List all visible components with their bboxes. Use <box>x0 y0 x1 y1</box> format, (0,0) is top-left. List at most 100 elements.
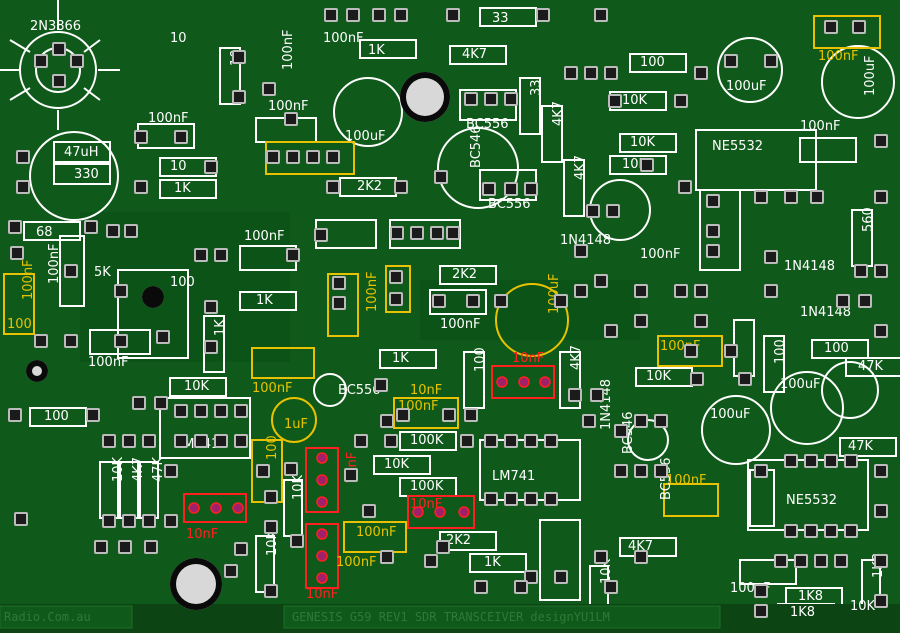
solder-pad <box>574 244 588 258</box>
solder-pad <box>504 492 518 506</box>
solder-pad <box>234 542 248 556</box>
solder-pad <box>34 54 48 68</box>
solder-pad <box>694 284 708 298</box>
solder-pad <box>634 284 648 298</box>
component-label: 10K <box>384 457 410 472</box>
component-label-vertical: 10K <box>265 530 280 556</box>
solder-pad <box>754 190 768 204</box>
solder-pad <box>372 8 386 22</box>
solder-pad <box>142 514 156 528</box>
component-label: 2K2 <box>446 533 472 548</box>
solder-pad <box>634 464 648 478</box>
solder-pad <box>114 284 128 298</box>
solder-pad <box>410 226 424 240</box>
solder-pad <box>464 408 478 422</box>
component-label: 10K <box>184 379 210 394</box>
solder-pad <box>824 20 838 34</box>
component-label: 5K <box>94 265 111 280</box>
solder-pad <box>290 534 304 548</box>
solder-pad <box>324 8 338 22</box>
solder-pad <box>346 8 360 22</box>
solder-pad <box>204 300 218 314</box>
solder-pad <box>584 66 598 80</box>
solder-pad <box>706 244 720 258</box>
solder-pad <box>194 248 208 262</box>
component-label: 100uF <box>710 407 751 422</box>
solder-pad <box>874 594 888 608</box>
component-label: 100uF <box>345 129 386 144</box>
solder-pad <box>784 190 798 204</box>
solder-pad <box>102 514 116 528</box>
component-label: 1K8 <box>790 605 816 620</box>
solder-pad <box>204 160 218 174</box>
solder-pad <box>590 388 604 402</box>
component-label: 2K2 <box>452 267 478 282</box>
component-label: 1uF <box>284 417 308 432</box>
component-label: BC556 <box>466 117 509 132</box>
solder-pad <box>194 404 208 418</box>
solder-pad <box>858 294 872 308</box>
solder-pad <box>114 334 128 348</box>
component-label: 10nF <box>512 351 545 366</box>
component-label: 100 <box>824 341 849 356</box>
solder-pad <box>464 92 478 106</box>
solder-pad <box>354 434 368 448</box>
component-label: 100nF <box>440 317 481 332</box>
solder-pad <box>694 314 708 328</box>
component-label-vertical: BC546 <box>469 125 484 168</box>
solder-pad <box>536 8 550 22</box>
solder-pad <box>824 524 838 538</box>
component-label-vertical: 100uF <box>863 55 878 96</box>
solder-pad <box>264 520 278 534</box>
component-label: 4K7 <box>628 539 654 554</box>
solder-pad <box>484 492 498 506</box>
component-label-vertical: 1K <box>213 319 228 336</box>
solder-pad <box>524 434 538 448</box>
component-label: 47uH <box>64 145 99 160</box>
component-label: 47K <box>848 439 874 454</box>
solder-pad <box>144 540 158 554</box>
solder-pad <box>10 246 24 260</box>
component-label: 10K <box>850 599 876 614</box>
solder-pad <box>326 150 340 164</box>
component-label: 100K <box>410 479 444 494</box>
solder-pad <box>234 404 248 418</box>
solder-pad <box>738 372 752 386</box>
solder-pad <box>106 224 120 238</box>
component-label: 100nF <box>356 525 397 540</box>
solder-pad <box>554 294 568 308</box>
component-label: 100nF <box>800 119 841 134</box>
solder-pad <box>774 554 788 568</box>
component-label: 2K2 <box>357 179 383 194</box>
solder-pad <box>836 294 850 308</box>
solder-pad <box>344 468 358 482</box>
solder-pad <box>442 408 456 422</box>
mounting-hole <box>170 558 222 610</box>
solder-pad <box>214 404 228 418</box>
component-label: 10 <box>170 31 187 46</box>
component-label: 100 <box>44 409 69 424</box>
solder-pad <box>194 434 208 448</box>
solder-pad <box>446 8 460 22</box>
solder-pad <box>14 512 28 526</box>
solder-pad <box>482 182 496 196</box>
component-label-vertical: 10K <box>111 456 126 482</box>
solder-pad <box>484 92 498 106</box>
component-label-vertical: 4K7 <box>573 154 588 180</box>
solder-pad <box>306 150 320 164</box>
component-label: 100 <box>7 317 32 332</box>
solder-pad <box>764 54 778 68</box>
solder-pad <box>754 604 768 618</box>
solder-pad <box>396 408 410 422</box>
solder-pad <box>374 378 388 392</box>
solder-pad <box>614 464 628 478</box>
component-label: 100nF <box>818 49 859 64</box>
solder-pad <box>594 8 608 22</box>
component-label-vertical: 100 <box>473 347 488 372</box>
solder-pad <box>436 540 450 554</box>
solder-pad <box>132 396 146 410</box>
component-label-vertical: 100nF <box>21 259 36 300</box>
solder-pad <box>844 524 858 538</box>
component-label-vertical: 4K7 <box>569 344 584 370</box>
solder-pad <box>474 580 488 594</box>
